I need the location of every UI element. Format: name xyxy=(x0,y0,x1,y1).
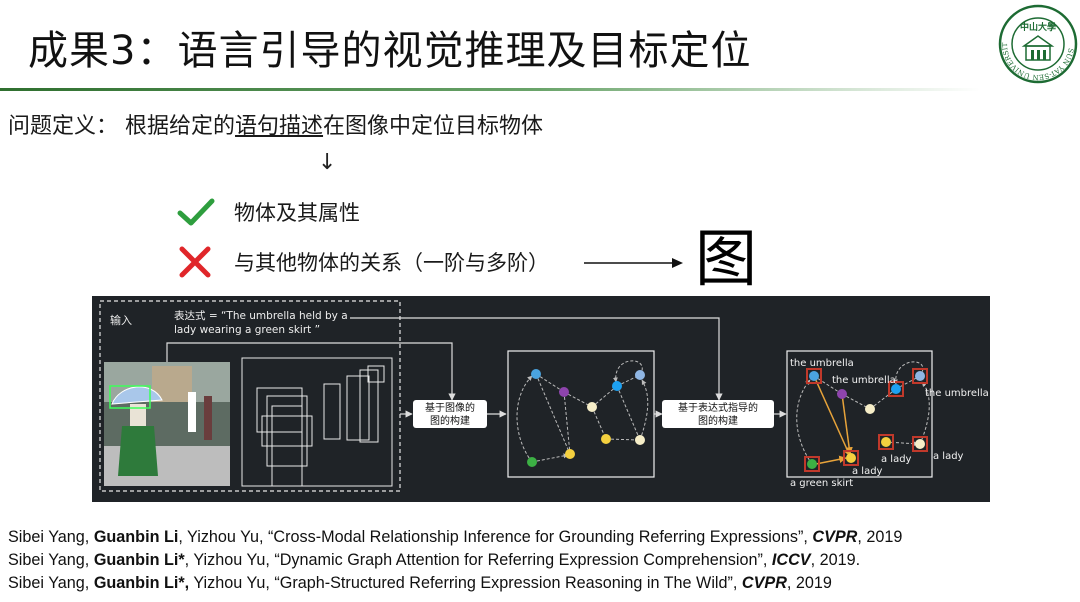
aspect-text-attributes: 物体及其属性 xyxy=(234,201,360,225)
problem-text-before: 根据给定的 xyxy=(125,114,236,139)
label-a-lady-3: a lady xyxy=(852,466,883,477)
pipeline-figure: 输入 表达式 = “The umbrella held by a lady we… xyxy=(92,296,990,502)
slide-title: 成果3：语言引导的视觉推理及目标定位 xyxy=(28,28,752,74)
expression-line2: lady wearing a green skirt ” xyxy=(174,324,320,336)
label-a-lady-2: a lady xyxy=(881,454,912,465)
aspect-text-relations: 与其他物体的关系（一阶与多阶） xyxy=(234,251,549,275)
references: Sibei Yang, Guanbin Li, Yizhou Yu, “Cros… xyxy=(8,526,902,595)
long-arrow-icon xyxy=(584,258,683,268)
image-graph-line2: 图的构建 xyxy=(430,414,470,427)
aspect-row-relations: 与其他物体的关系（一阶与多阶） xyxy=(176,246,549,278)
university-logo: SUN YAT-SEN UNIVERSITY 中山大學 xyxy=(998,4,1078,84)
aspect-row-attributes: 物体及其属性 xyxy=(176,196,360,228)
pipeline-connectors xyxy=(166,317,787,418)
problem-definition: 问题定义： 根据给定的语句描述在图像中定位目标物体 xyxy=(8,108,543,140)
title-divider xyxy=(0,88,980,91)
problem-label: 问题定义： xyxy=(8,114,119,139)
label-the-umbrella-1: the umbrella xyxy=(790,358,854,369)
problem-text-after: 在图像中定位目标物体 xyxy=(323,114,544,139)
logo-name-text: 中山大學 xyxy=(1020,21,1056,33)
expression-line1: 表达式 = “The umbrella held by a xyxy=(174,309,348,322)
problem-text-underlined: 语句描述 xyxy=(235,114,324,139)
label-the-umbrella-3: the umbrella xyxy=(925,388,989,399)
reference-item: Sibei Yang, Guanbin Li*, Yizhou Yu, “Dyn… xyxy=(8,551,861,569)
logo-building-icon xyxy=(1021,35,1055,61)
expression-graph-step-box xyxy=(662,400,774,428)
label-a-lady-1: a lady xyxy=(933,451,964,462)
reference-item: Sibei Yang, Guanbin Li, Yizhou Yu, “Cros… xyxy=(8,528,903,546)
expression-graph-line1: 基于表达式指导的 xyxy=(678,401,758,414)
input-region xyxy=(99,300,401,492)
image-graph xyxy=(507,350,655,478)
input-label: 输入 xyxy=(110,313,132,327)
cross-icon xyxy=(179,246,211,278)
region-proposals xyxy=(241,357,393,487)
check-icon xyxy=(177,198,215,226)
label-a-green-skirt: a green skirt xyxy=(790,478,853,489)
expression-graph-line2: 图的构建 xyxy=(698,414,738,427)
graph-character: 图 xyxy=(695,222,758,295)
expression-guided-graph xyxy=(786,350,933,478)
reference-item: Sibei Yang, Guanbin Li*, Yizhou Yu, “Gra… xyxy=(8,574,832,592)
input-photo xyxy=(104,362,230,486)
label-the-umbrella-2: the umbrella xyxy=(832,375,896,386)
image-graph-line1: 基于图像的 xyxy=(425,401,475,414)
image-graph-step-box xyxy=(413,400,487,428)
down-arrow-icon: ↓ xyxy=(318,150,337,175)
